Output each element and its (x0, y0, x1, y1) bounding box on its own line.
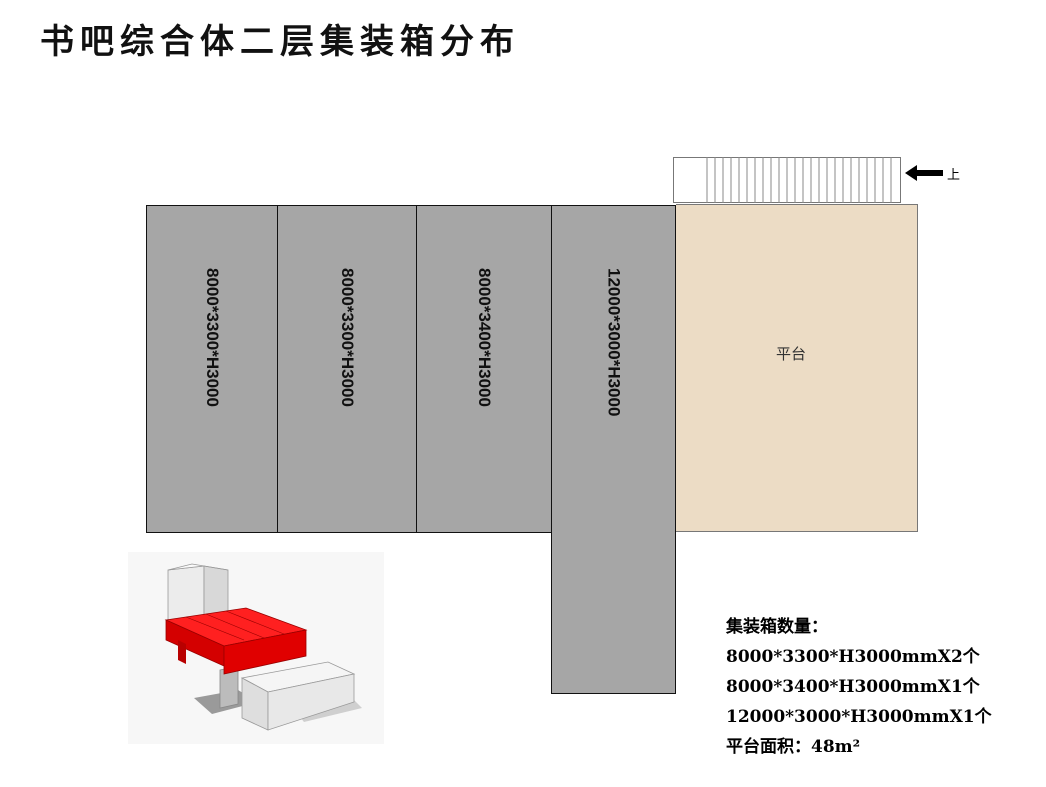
container-2-label: 8000*3300*H3000 (338, 268, 357, 407)
container-3-label: 8000*3400*H3000 (475, 268, 494, 407)
platform-area: 平台 (676, 204, 918, 532)
platform-area-line: 平台面积：48m² (726, 737, 861, 757)
container-summary: 集装箱数量： 8000*3300*H3000mmX2个 8000*3400*H3… (726, 612, 992, 762)
container-3: 8000*3400*H3000 (416, 205, 552, 533)
summary-line: 8000*3300*H3000mmX2个 (726, 647, 980, 667)
platform-label: 平台 (776, 345, 807, 363)
stairs (673, 157, 901, 203)
container-2: 8000*3300*H3000 (277, 205, 417, 533)
container-4: 12000*3000*H3000 (551, 205, 676, 694)
container-1-label: 8000*3300*H3000 (203, 268, 222, 407)
stairs-up-label: 上 (947, 168, 961, 183)
container-4-label: 12000*3000*H3000 (604, 268, 624, 417)
summary-line: 12000*3000*H3000mmX1个 (726, 707, 992, 727)
page-title: 书吧综合体二层集装箱分布 (40, 22, 520, 62)
summary-line: 8000*3400*H3000mmX1个 (726, 677, 980, 697)
arrow-left-icon (905, 165, 943, 181)
axonometric-thumbnail (128, 552, 384, 744)
container-1: 8000*3300*H3000 (146, 205, 278, 533)
summary-heading: 集装箱数量： (726, 617, 828, 637)
